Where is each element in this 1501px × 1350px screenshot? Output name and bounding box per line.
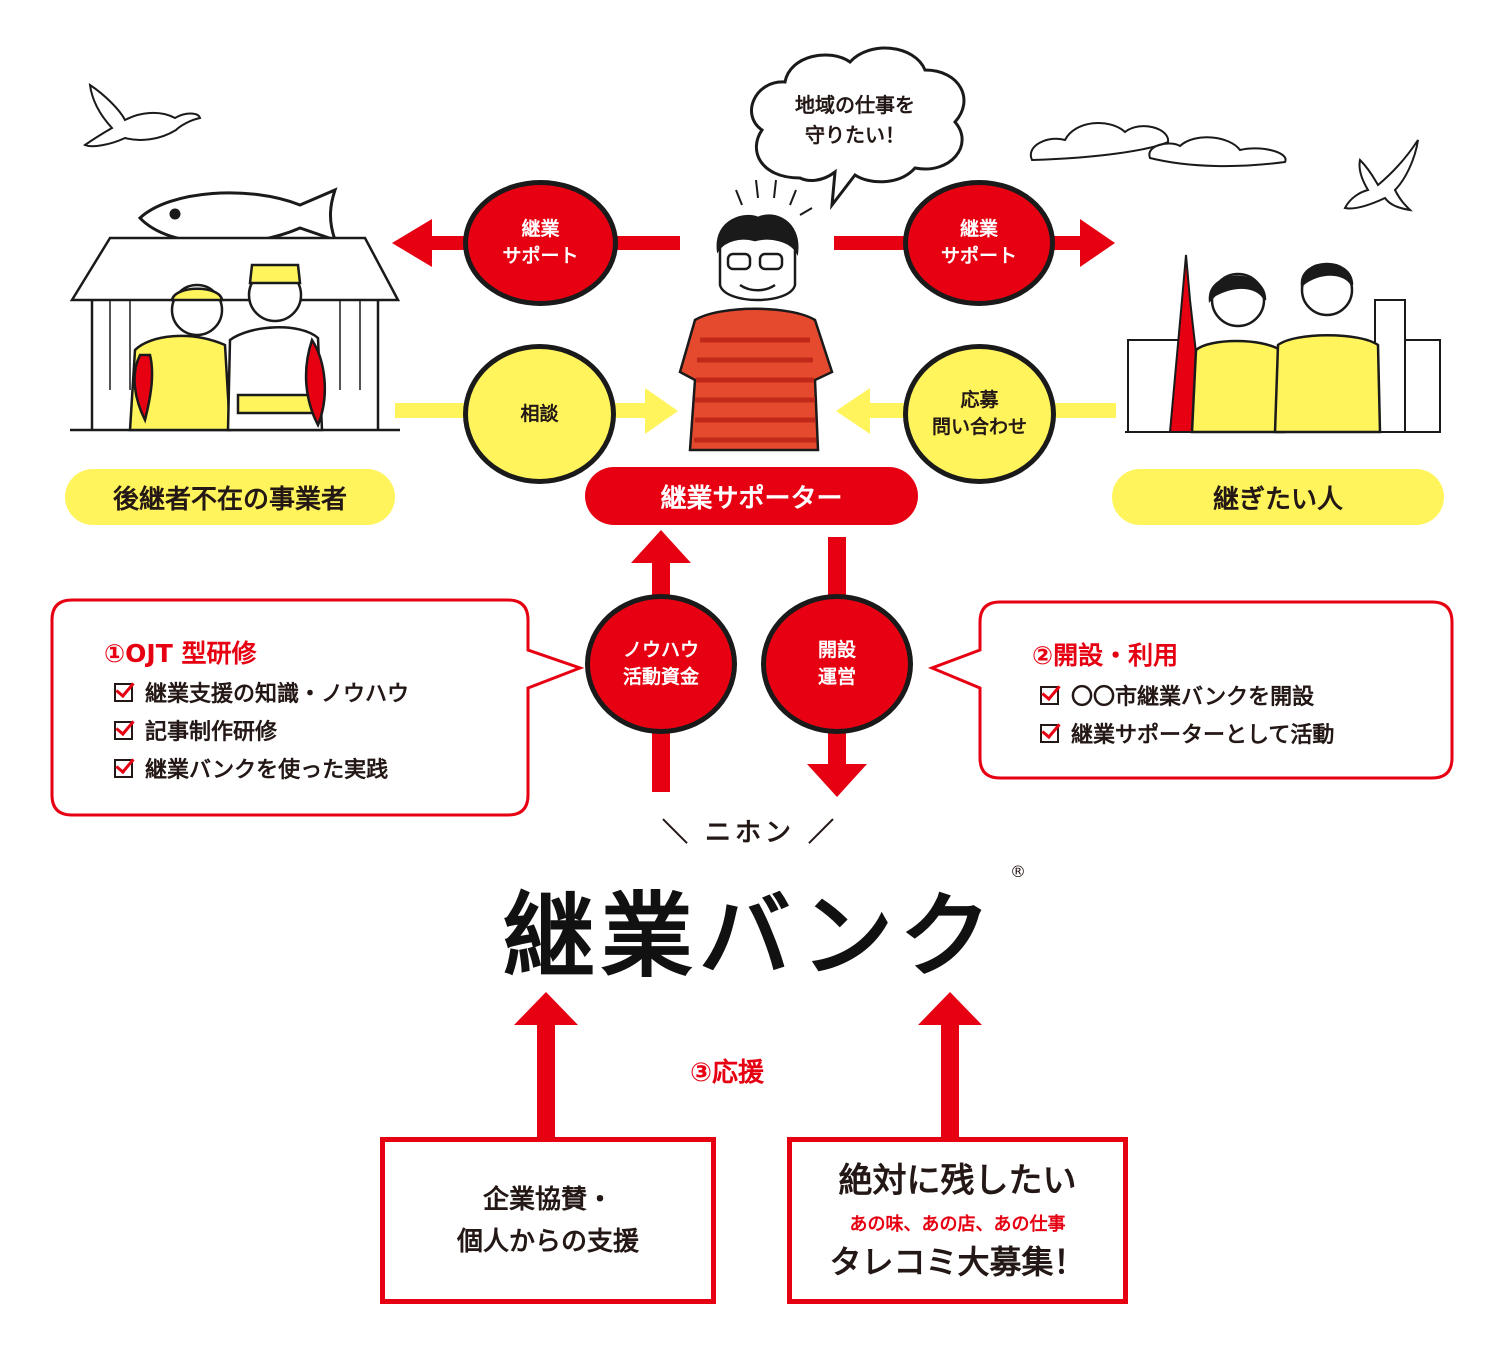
open-line1: 開設 xyxy=(817,639,856,661)
speech-line-2: 守りたい！ xyxy=(805,123,905,147)
sponsor-box: 企業協賛・ 個人からの支援 xyxy=(380,1137,716,1304)
supporter-label: 継業サポーター xyxy=(585,467,918,525)
sponsor-line1: 企業協賛・ xyxy=(482,1184,613,1215)
open-circle: 開設 運営 xyxy=(761,594,913,734)
training-item-text: 継業支援の知識・ノウハウ xyxy=(145,682,410,707)
check-icon xyxy=(114,758,133,778)
check-icon xyxy=(1040,685,1059,705)
sponsor-line2: 個人からの支援 xyxy=(456,1226,639,1257)
fish-icon xyxy=(137,187,338,245)
usage-item-text: 〇〇市継業バンクを開設 xyxy=(1071,685,1315,710)
consult-label: 相談 xyxy=(520,402,559,425)
support-right-line1: 継業 xyxy=(959,218,998,240)
arrow-tarekomi-up xyxy=(918,992,982,1137)
bird-icon xyxy=(82,82,202,148)
speech-bubble-text: 地域の仕事を 守りたい！ xyxy=(770,90,940,150)
support-label: ③応援 xyxy=(690,1058,765,1088)
training-item: 継業支援の知識・ノウハウ xyxy=(114,673,409,711)
owner-person-2 xyxy=(226,263,327,432)
usage-item: 継業サポーターとして活動 xyxy=(1040,714,1334,752)
training-title: ①OJT 型研修 xyxy=(104,639,257,668)
support-circle-left: 継業 サポート xyxy=(463,180,618,306)
knowhow-line2: 活動資金 xyxy=(622,666,699,688)
training-item: 継業バンクを使った実践 xyxy=(114,749,409,787)
apply-line2: 問い合わせ xyxy=(931,416,1027,438)
support-left-line2: サポート xyxy=(502,245,579,267)
support-circle-right: 継業 サポート xyxy=(903,180,1055,306)
open-line2: 運営 xyxy=(817,666,856,688)
training-item: 記事制作研修 xyxy=(114,711,409,749)
support-right-line2: サポート xyxy=(940,245,1017,267)
training-item-text: 継業バンクを使った実践 xyxy=(145,758,389,783)
training-item-text: 記事制作研修 xyxy=(145,720,278,745)
owners-label: 後継者不在の事業者 xyxy=(65,469,395,525)
check-icon xyxy=(1040,723,1059,743)
tarekomi-line1: 絶対に残したい xyxy=(838,1160,1077,1201)
speech-line-1: 地域の仕事を xyxy=(795,93,915,117)
successor-person-1 xyxy=(1190,272,1286,434)
usage-title: ②開設・利用 xyxy=(1032,641,1179,670)
tarekomi-line2: あの味、あの店、あの仕事 xyxy=(849,1213,1066,1235)
cloud-icon xyxy=(1029,121,1287,168)
owner-person-1 xyxy=(128,283,232,432)
logo-registered: ® xyxy=(1010,862,1026,881)
knowhow-line1: ノウハウ xyxy=(622,639,699,661)
city-illustration xyxy=(1125,254,1441,433)
successor-person-2 xyxy=(1273,262,1382,434)
support-left-line1: 継業 xyxy=(521,218,560,240)
check-icon xyxy=(114,720,133,740)
tarekomi-line3: タレコミ大募集！ xyxy=(829,1242,1086,1281)
successors-label: 継ぎたい人 xyxy=(1112,469,1444,525)
bird-icon xyxy=(1343,139,1419,212)
tarekomi-box: 絶対に残したい あの味、あの店、あの仕事 タレコミ大募集！ xyxy=(787,1137,1128,1304)
apply-circle: 応募 問い合わせ xyxy=(903,344,1056,484)
usage-item: 〇〇市継業バンクを開設 xyxy=(1040,676,1334,714)
arrow-sponsor-up xyxy=(514,992,578,1137)
supporter-person xyxy=(678,214,834,452)
usage-list: 〇〇市継業バンクを開設 継業サポーターとして活動 xyxy=(1040,676,1334,752)
check-icon xyxy=(114,682,133,702)
usage-item-text: 継業サポーターとして活動 xyxy=(1071,723,1335,748)
apply-line1: 応募 xyxy=(960,389,999,411)
usage-callout-outline xyxy=(927,600,1454,780)
knowhow-circle: ノウハウ 活動資金 xyxy=(585,594,737,734)
training-callout-outline xyxy=(50,598,585,817)
speech-bubble-outline xyxy=(750,46,966,211)
logo-tagline: ＼ ニホン ／ xyxy=(661,818,839,848)
logo-name: 継業バンク xyxy=(502,883,998,990)
training-list: 継業支援の知識・ノウハウ 記事制作研修 継業バンクを使った実践 xyxy=(114,673,409,787)
consult-circle: 相談 xyxy=(463,344,616,484)
emphasis-lines xyxy=(735,179,813,216)
